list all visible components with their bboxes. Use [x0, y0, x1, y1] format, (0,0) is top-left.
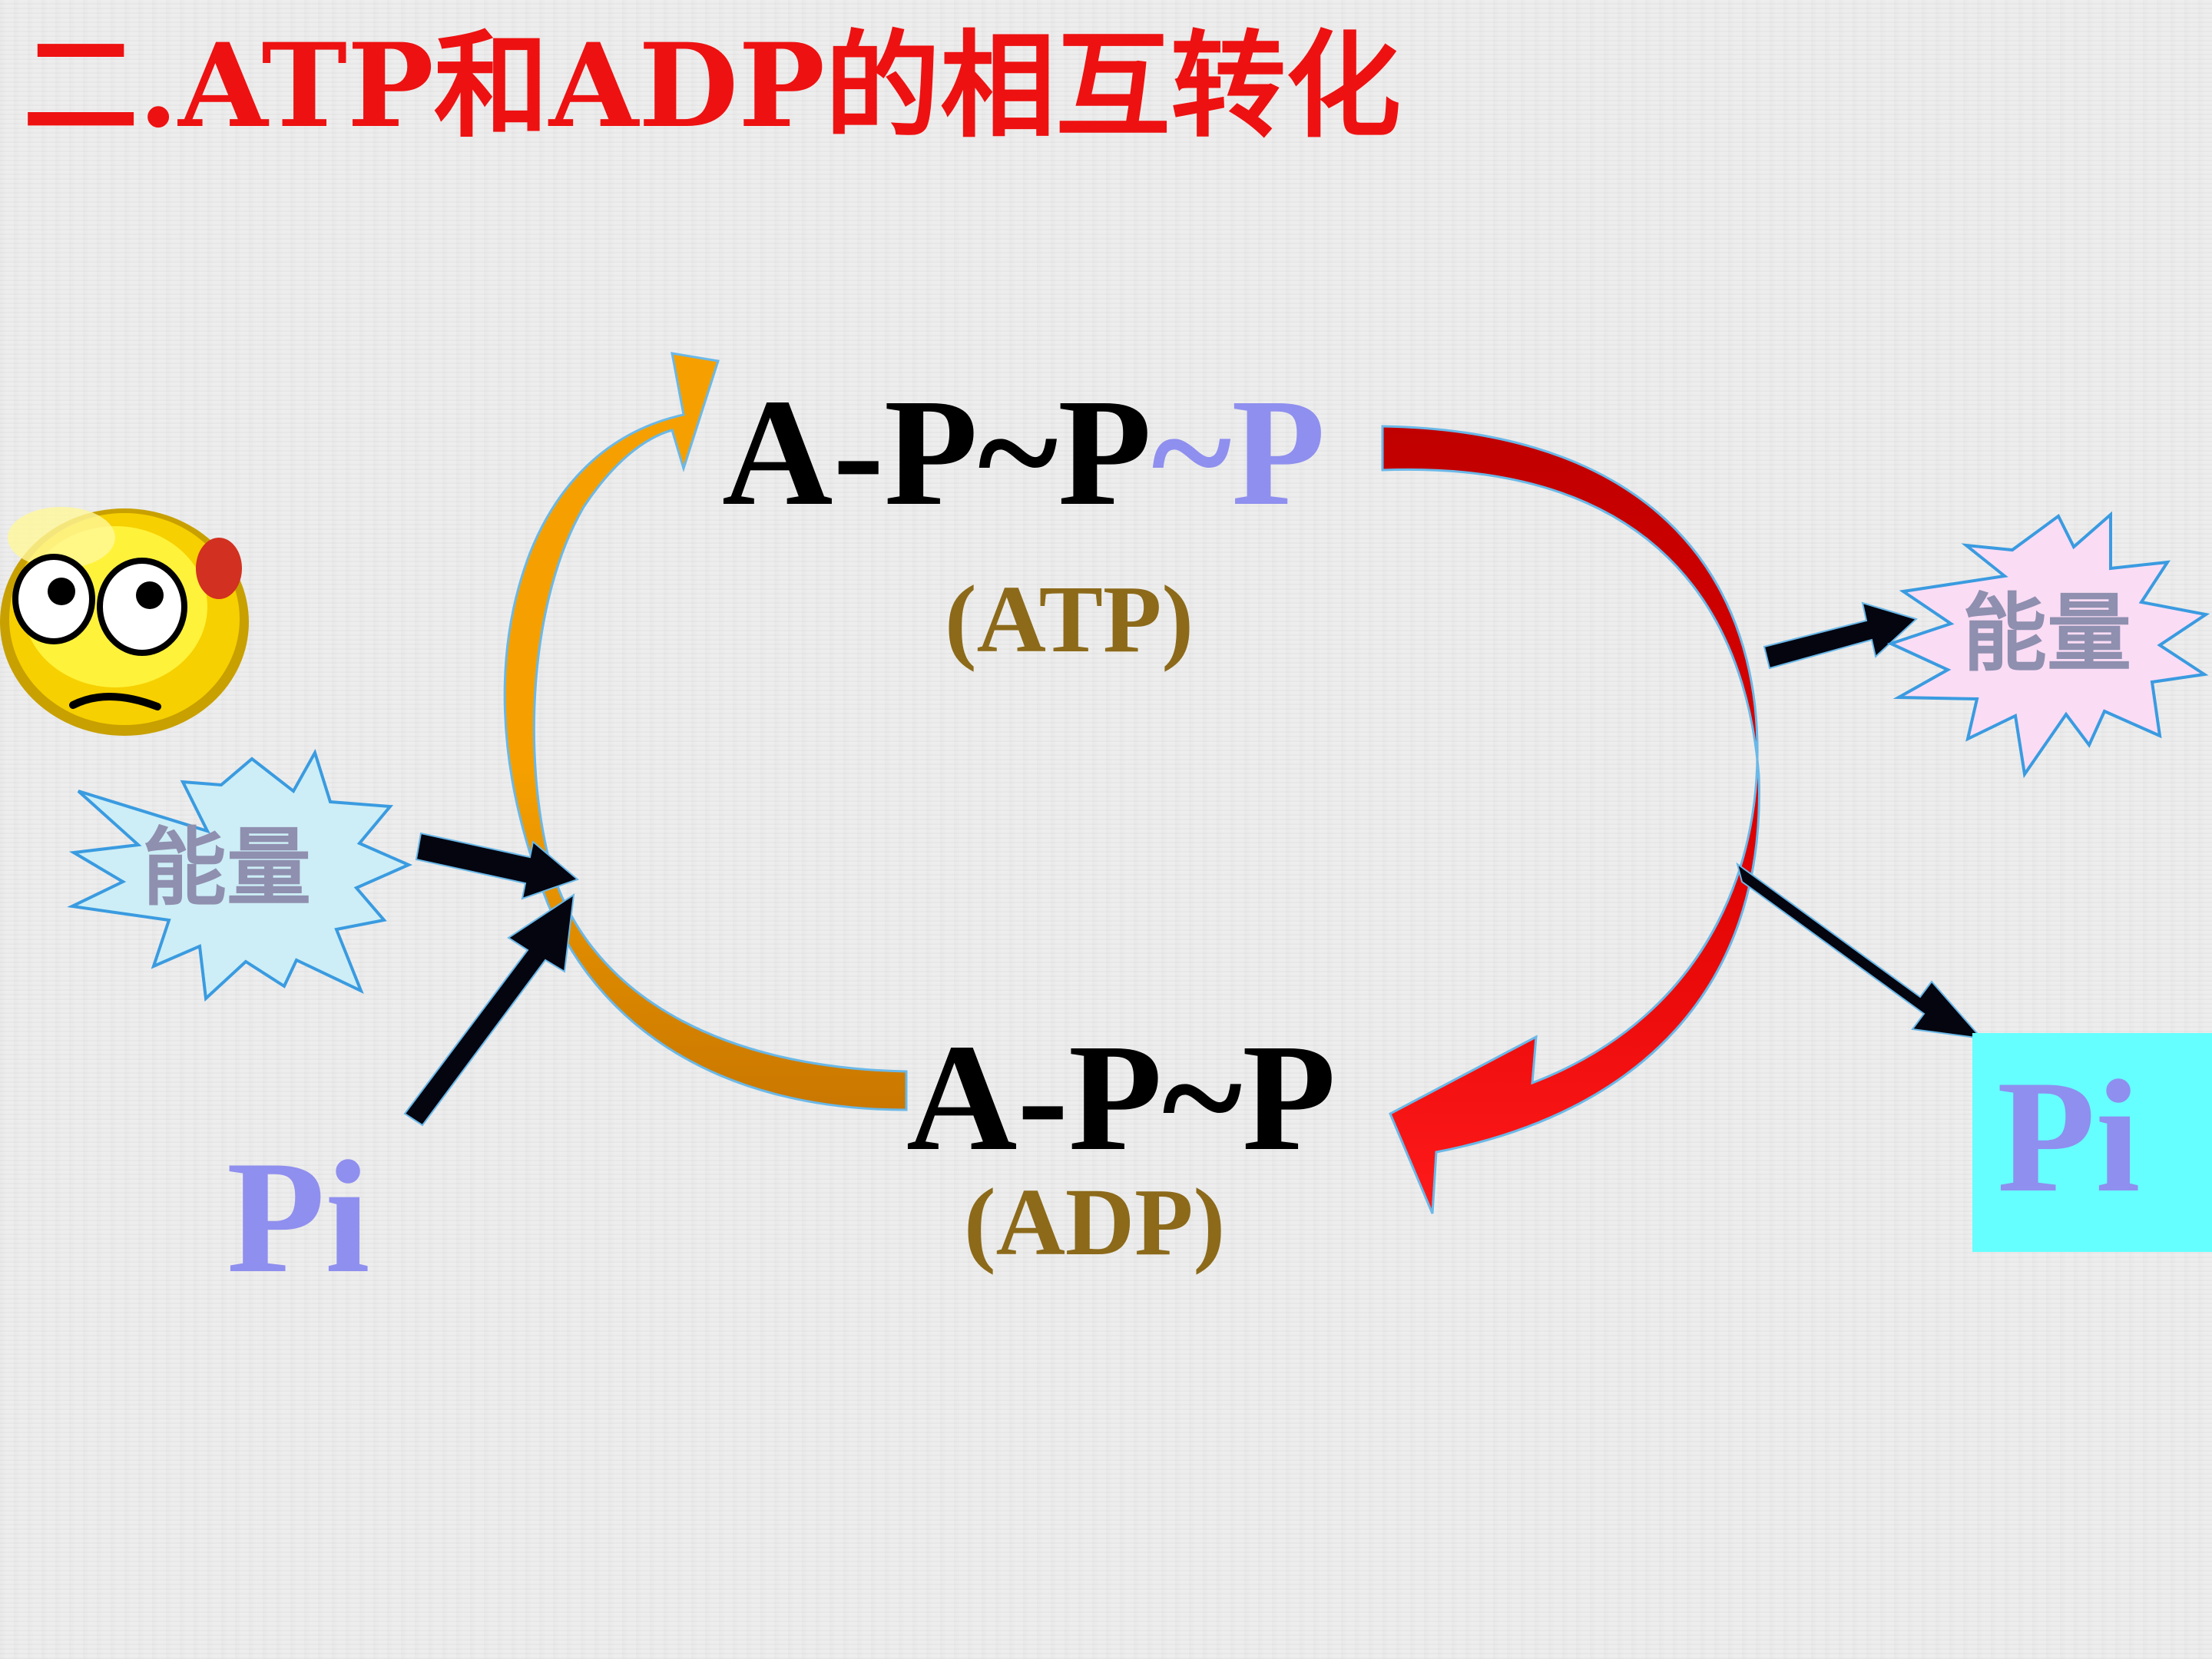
- energy-label-right: 能量: [1962, 584, 2131, 683]
- atp-formula-dark: A-P~P: [722, 368, 1152, 538]
- pi-in-arrow: [403, 892, 575, 1127]
- atp-label: (ATP): [945, 567, 1194, 673]
- pi-out-arrow: [1736, 862, 1984, 1040]
- adp-formula: A-P~P: [906, 1013, 1336, 1183]
- adp-label: (ADP): [964, 1170, 1226, 1276]
- pi-highlight-box: [1972, 1033, 2212, 1252]
- atp-formula-high-energy-phosphate: ~P: [1151, 368, 1326, 538]
- pi-label-left: Pi: [227, 1128, 370, 1306]
- atp-formula: A-P~P~P: [722, 376, 1326, 530]
- energy-label-left: 能量: [142, 819, 311, 917]
- pi-label-right: Pi: [1997, 1048, 2141, 1226]
- slide-title: 二.ATP和ADP的相互转化: [23, 18, 1402, 154]
- energy-starburst-left: [67, 748, 412, 1002]
- energy-in-arrow: [415, 832, 579, 900]
- energy-out-arrow: [1763, 601, 1918, 670]
- confused-face-icon: [0, 507, 249, 736]
- hydrolysis-arrow: [1381, 425, 1760, 1214]
- energy-starburst-right: [1886, 511, 2210, 779]
